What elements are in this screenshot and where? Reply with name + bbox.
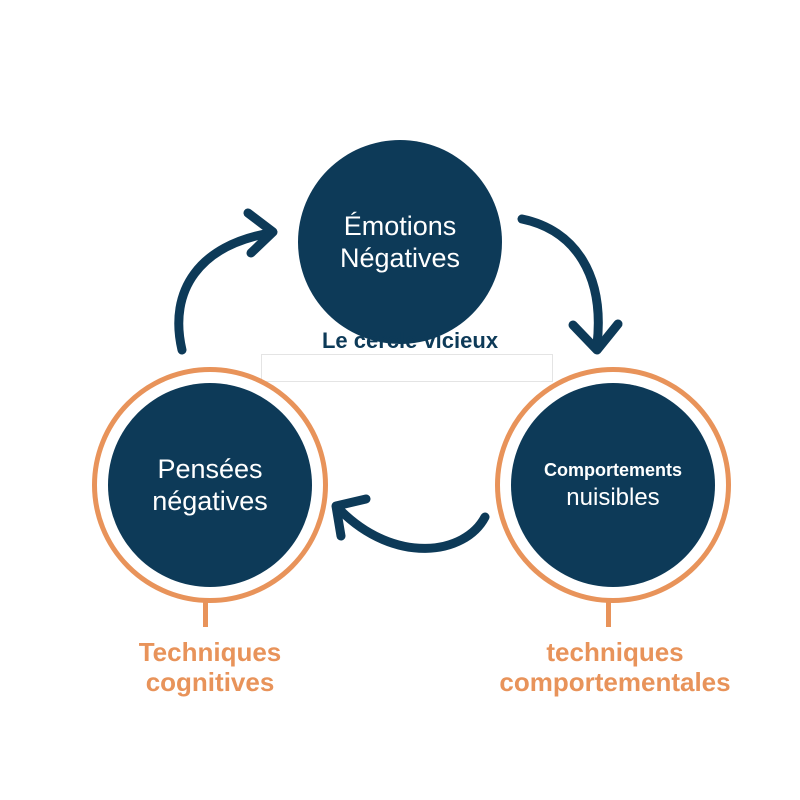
node-comportements-nuisibles: Comportements nuisibles bbox=[511, 383, 715, 587]
arrow-left-to-top bbox=[174, 228, 275, 355]
techniques-comportementales-line-2: comportementales bbox=[499, 667, 731, 697]
techniques-comportementales: techniques comportementales bbox=[460, 637, 770, 697]
arrowhead-left-to-top bbox=[243, 208, 278, 258]
techniques-comportementales-line-1: techniques bbox=[546, 637, 684, 667]
arrowhead-right-to-left bbox=[331, 494, 371, 541]
node-emotions-label-2: Négatives bbox=[339, 243, 461, 273]
arrow-top-to-right bbox=[517, 214, 603, 350]
node-emotions-negatives: Émotions Négatives bbox=[298, 140, 502, 344]
center-blank-box bbox=[261, 354, 553, 382]
arrowhead-top-to-right bbox=[568, 319, 623, 355]
techniques-cognitives: Techniques cognitives bbox=[80, 637, 340, 697]
arrow-right-to-left bbox=[335, 505, 490, 553]
connector-left bbox=[203, 601, 208, 627]
node-pensees-negatives: Pensées négatives bbox=[108, 383, 312, 587]
node-comportements-label-2: nuisibles bbox=[566, 484, 660, 511]
node-emotions-label-1: Émotions bbox=[343, 211, 457, 241]
node-pensees-label-2: négatives bbox=[152, 486, 268, 516]
connector-right bbox=[606, 601, 611, 627]
node-comportements-label-1: Comportements bbox=[543, 460, 682, 480]
node-pensees-label-1: Pensées bbox=[157, 454, 263, 484]
techniques-cognitives-line-2: cognitives bbox=[145, 667, 275, 697]
techniques-cognitives-line-1: Techniques bbox=[138, 637, 282, 667]
center-title: Le cercle vicieux bbox=[321, 328, 499, 353]
